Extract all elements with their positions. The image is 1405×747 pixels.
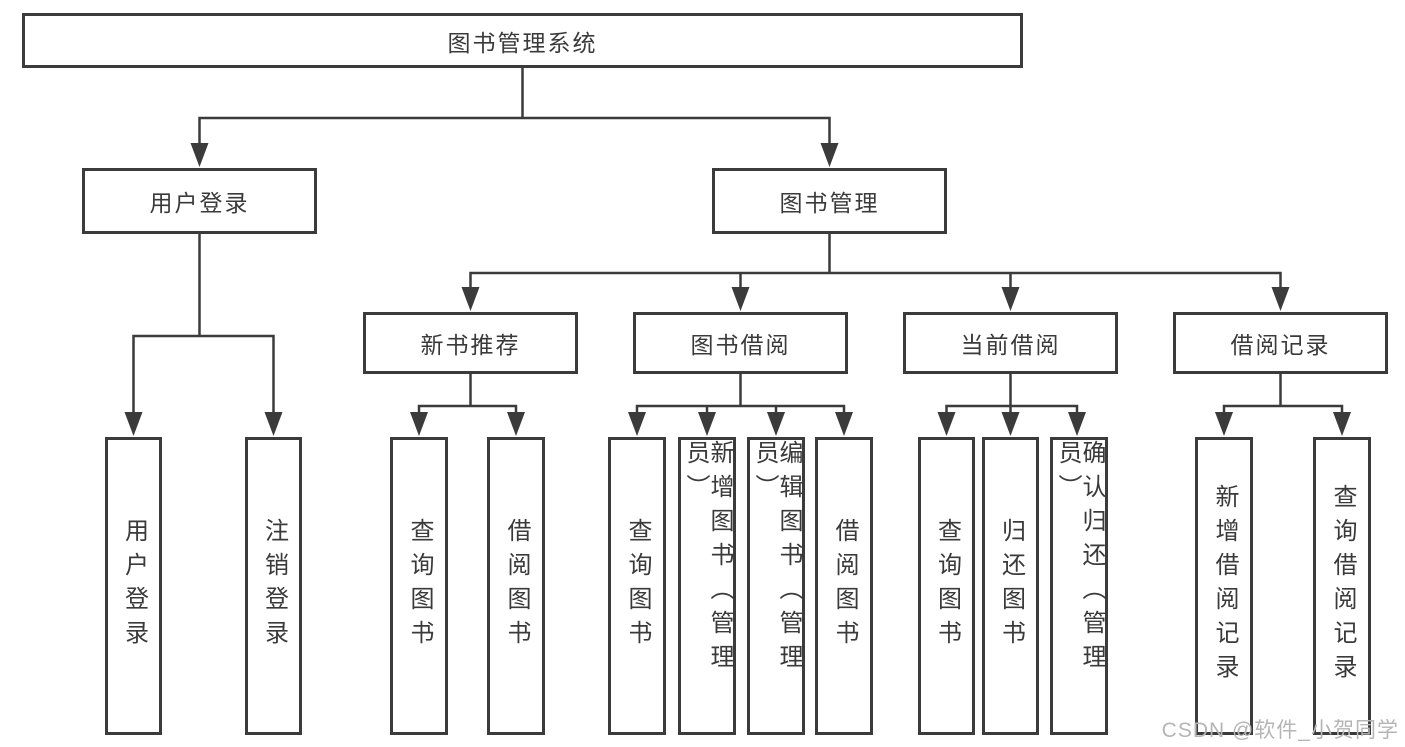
csdn-watermark: CSDN @软件_小贺同学 [1161,719,1399,742]
leaf-query-books-current: 查询图书 [918,437,975,735]
node-borrowing-records: 借阅记录 [1173,312,1388,374]
node-book-borrowing: 图书借阅 [633,312,848,374]
leaf-query-books-recommend: 查询图书 [390,437,448,735]
leaf-logout: 注销登录 [245,437,302,735]
leaf-add-borrow-record: 新增借阅记录 [1195,437,1253,735]
node-book-management: 图书管理 [712,168,947,234]
node-user-login: 用户登录 [82,168,317,234]
node-new-book-recommend: 新书推荐 [363,312,578,374]
leaf-confirm-return-admin: 确认归还（管理员） [1050,437,1108,735]
leaf-return-book: 归还图书 [982,437,1039,735]
leaf-borrow-books-recommend: 借阅图书 [487,437,545,735]
leaf-edit-book-admin: 编辑图书（管理员） [747,437,805,735]
node-current-borrowing: 当前借阅 [903,312,1118,374]
leaf-add-book-admin: 新增图书（管理员） [678,437,736,735]
leaf-query-books-borrowing: 查询图书 [608,437,666,735]
leaf-query-borrow-record: 查询借阅记录 [1313,437,1371,735]
leaf-user-login: 用户登录 [105,437,162,735]
leaf-borrow-books-borrowing: 借阅图书 [815,437,873,735]
node-root: 图书管理系统 [22,13,1023,68]
